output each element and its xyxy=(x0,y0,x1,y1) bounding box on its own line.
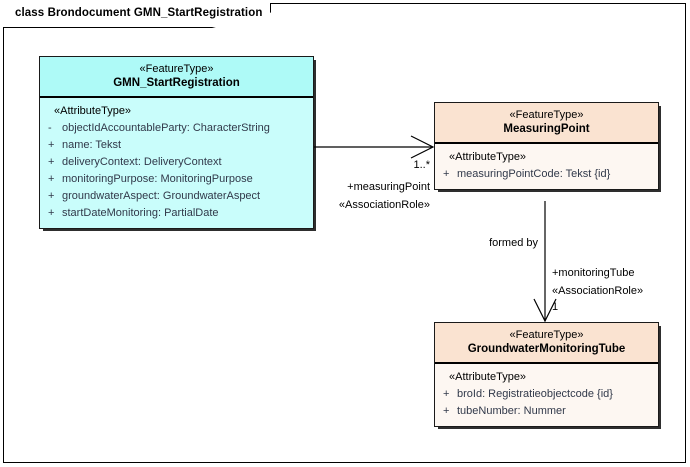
attribute-row: + broId: Registratieobjectcode {id} xyxy=(435,386,658,403)
attribute-row: + deliveryContext: DeliveryContext xyxy=(40,154,313,171)
class-header: «FeatureType» GMN_StartRegistration xyxy=(40,57,313,98)
attribute-text: deliveryContext: DeliveryContext xyxy=(62,156,222,168)
attribute-row: + name: Tekst xyxy=(40,137,313,154)
diagram-title-tab xyxy=(3,3,271,28)
attribute-section-stereotype: «AttributeType» xyxy=(449,151,527,163)
association-multiplicity-target: 1..* xyxy=(413,159,430,171)
attribute-visibility: - xyxy=(48,122,52,134)
attribute-text: tubeNumber: Nummer xyxy=(457,405,566,417)
attribute-row: + measuringPointCode: Tekst {id} xyxy=(435,166,658,183)
attribute-text: broId: Registratieobjectcode {id} xyxy=(457,388,613,400)
uml-class-gmn-start-registration[interactable]: «FeatureType» GMN_StartRegistration «Att… xyxy=(39,56,314,229)
attribute-visibility: + xyxy=(48,156,55,168)
attribute-row: + tubeNumber: Nummer xyxy=(435,403,658,420)
association-role-monitoringtube: +monitoringTube xyxy=(552,267,635,279)
association-stereotype-target: «AssociationRole» xyxy=(338,199,430,211)
attribute-text: startDateMonitoring: PartialDate xyxy=(62,207,219,219)
association-role-target: +measuringPoint xyxy=(347,181,430,193)
class-stereotype: «FeatureType» xyxy=(509,109,584,121)
attribute-row: - objectIdAccountableParty: CharacterStr… xyxy=(40,120,313,137)
attribute-visibility: + xyxy=(443,405,450,417)
attribute-visibility: + xyxy=(443,388,450,400)
uml-class-measuring-point[interactable]: «FeatureType» MeasuringPoint «AttributeT… xyxy=(434,102,659,190)
attribute-text: measuringPointCode: Tekst {id} xyxy=(457,168,611,180)
diagram-title-label: class Brondocument GMN_StartRegistration xyxy=(15,7,263,19)
class-attributes-compartment: «AttributeType» - objectIdAccountablePar… xyxy=(40,98,313,228)
uml-class-groundwater-monitoring-tube[interactable]: «FeatureType» GroundwaterMonitoringTube … xyxy=(434,322,659,427)
attribute-row: + startDateMonitoring: PartialDate xyxy=(40,205,313,222)
association-stereotype-monitoringtube: «AssociationRole» xyxy=(552,285,644,297)
attribute-text: groundwaterAspect: GroundwaterAspect xyxy=(62,190,261,202)
class-name: GroundwaterMonitoringTube xyxy=(467,343,626,355)
class-name: GMN_StartRegistration xyxy=(113,77,240,89)
attribute-text: monitoringPurpose: MonitoringPurpose xyxy=(62,173,253,185)
class-attributes-compartment: «AttributeType» + broId: Registratieobje… xyxy=(435,364,658,426)
class-stereotype: «FeatureType» xyxy=(139,63,214,75)
association-name-formed-by: formed by xyxy=(489,237,538,249)
class-header: «FeatureType» MeasuringPoint xyxy=(435,103,658,144)
attribute-visibility: + xyxy=(443,168,450,180)
attribute-visibility: + xyxy=(48,173,55,185)
attribute-section-stereotype: «AttributeType» xyxy=(54,105,132,117)
attribute-row: + groundwaterAspect: GroundwaterAspect xyxy=(40,188,313,205)
attribute-row: + monitoringPurpose: MonitoringPurpose xyxy=(40,171,313,188)
attribute-visibility: + xyxy=(48,139,55,151)
attribute-text: objectIdAccountableParty: CharacterStrin… xyxy=(62,122,270,134)
diagram-title-tab-inner: class Brondocument GMN_StartRegistration xyxy=(3,3,271,28)
class-stereotype: «FeatureType» xyxy=(509,329,584,341)
attribute-text: name: Tekst xyxy=(62,139,122,151)
class-attributes-compartment: «AttributeType» + measuringPointCode: Te… xyxy=(435,144,658,189)
attribute-section-stereotype: «AttributeType» xyxy=(449,371,527,383)
association-multiplicity-monitoringtube: 1 xyxy=(552,301,559,313)
class-header: «FeatureType» GroundwaterMonitoringTube xyxy=(435,323,658,364)
attribute-visibility: + xyxy=(48,190,55,202)
attribute-visibility: + xyxy=(48,207,55,219)
class-name: MeasuringPoint xyxy=(503,123,590,135)
